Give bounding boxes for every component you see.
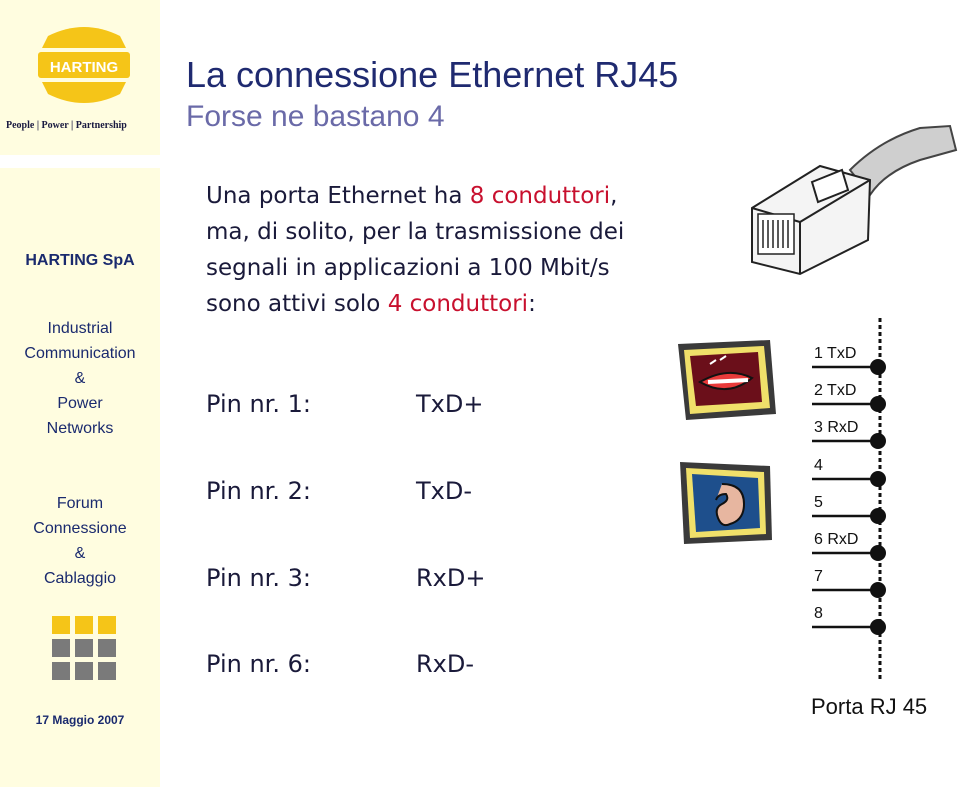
company-name: HARTING SpA — [25, 252, 135, 269]
pin-signal: TxD+ — [416, 390, 484, 418]
body-line: : — [528, 291, 536, 317]
pin-signal: TxD- — [416, 477, 473, 505]
event-line: Forum — [56, 495, 104, 512]
highlight-text: 8 conduttori — [469, 183, 611, 209]
harting-logo: HARTING — [38, 27, 130, 103]
body-text: Una porta Ethernet ha 8 conduttori, ma, … — [206, 178, 624, 322]
page-subtitle: Forse ne bastano 4 — [186, 100, 445, 133]
ear-icon — [680, 462, 772, 544]
pin-number: Pin nr. 1: — [206, 390, 311, 418]
tagline: People | Power | Partnership — [6, 120, 127, 131]
rj45-plug-icon — [751, 124, 958, 276]
wire-label: 7 — [814, 568, 823, 585]
wire-label: 2 TxD — [814, 382, 857, 399]
pin-terminal — [870, 359, 886, 375]
division-line: & — [74, 370, 86, 387]
decorative-grid — [52, 616, 116, 680]
division-line: Communication — [24, 345, 136, 362]
event-line: Connessione — [33, 520, 127, 537]
port-label: Porta RJ 45 — [811, 694, 928, 719]
pin-terminal — [870, 396, 886, 412]
body-line: Una porta Ethernet ha — [206, 183, 470, 209]
date: 17 Maggio 2007 — [35, 713, 125, 727]
pin-signal: RxD+ — [416, 564, 486, 592]
sidebar — [0, 168, 160, 787]
wire-label: 1 TxD — [814, 345, 857, 362]
wire-label: 6 RxD — [814, 531, 859, 548]
logo-panel: HARTING People | Power | Partnership — [0, 0, 160, 155]
body-line: sono attivi solo — [206, 291, 388, 317]
wire-label: 3 RxD — [814, 419, 859, 436]
event-line: Cablaggio — [43, 570, 117, 587]
wire-label: 8 — [814, 605, 823, 622]
event-block: Forum Connessione & Cablaggio — [0, 491, 160, 591]
division-line: Networks — [46, 420, 114, 437]
page-title: La connessione Ethernet RJ45 — [186, 54, 679, 95]
pin-terminal — [870, 433, 886, 449]
body-line: segnali in applicazioni a 100 Mbit/s — [206, 255, 610, 281]
division-block: Industrial Communication & Power Network… — [0, 316, 160, 441]
event-line: & — [74, 545, 86, 562]
mouth-icon — [678, 340, 776, 420]
pin-signal: RxD- — [416, 650, 475, 678]
body-line: , — [610, 183, 618, 209]
logo-text: HARTING — [50, 59, 118, 76]
highlight-text: 4 conduttori — [387, 291, 529, 317]
pin-terminal — [870, 508, 886, 524]
pin-terminal — [870, 619, 886, 635]
wire-label: 5 — [814, 494, 823, 511]
division-line: Industrial — [47, 320, 113, 337]
body-line: ma, di solito, per la trasmissione dei — [206, 219, 625, 245]
pin-number: Pin nr. 2: — [206, 477, 311, 505]
wire-label: 4 — [814, 457, 823, 474]
pin-terminal — [870, 545, 886, 561]
pin-terminal — [870, 471, 886, 487]
pin-number: Pin nr. 6: — [206, 650, 311, 678]
wire-group — [812, 359, 886, 635]
pin-terminal — [870, 582, 886, 598]
division-line: Power — [57, 395, 103, 412]
pin-number: Pin nr. 3: — [206, 564, 311, 592]
